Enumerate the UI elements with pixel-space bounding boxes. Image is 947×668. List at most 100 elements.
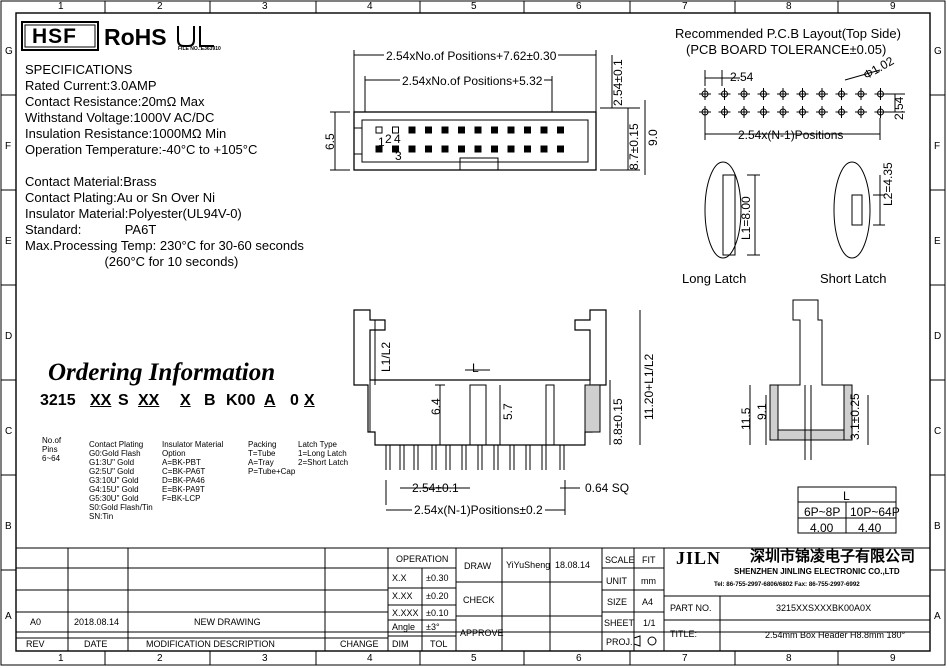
- company-logo: JILN: [676, 548, 722, 568]
- pin-square: [458, 126, 465, 134]
- pin-square: [540, 145, 548, 153]
- frame-col-bottom: 2: [157, 653, 163, 664]
- pcb-pad: [816, 88, 828, 100]
- pcb-pad: [718, 106, 731, 118]
- pcb-pad: [874, 106, 887, 118]
- tb-rev-value: A0: [30, 617, 42, 627]
- pcb-pad: [738, 88, 750, 100]
- frame-col-bottom: 8: [786, 653, 792, 664]
- frame-col-top: 8: [786, 1, 792, 12]
- frame-row-left: B: [5, 521, 12, 532]
- tb-header-desc: MODIFICATION DESCRIPTION: [146, 639, 275, 649]
- tb-part-no-label: PART NO.: [670, 603, 712, 613]
- ordering-legend-pins: Pins: [42, 445, 58, 454]
- ordering-legend-packing: P=Tube+Cap: [248, 467, 296, 476]
- pcb-pad: [777, 106, 789, 118]
- ordering-legend-latch: Latch Type: [298, 440, 337, 449]
- pcb-dim-positions: 2.54x(N-1)Positions: [738, 128, 844, 142]
- side-dim-pitch: 2.54±0.1: [412, 481, 459, 495]
- dim-overall: 2.54xNo.of Positions+7.62±0.30: [384, 49, 559, 63]
- tb-size-v: A4: [642, 597, 654, 607]
- tb-header-date: DATE: [84, 639, 108, 649]
- ordering-code-part: XX: [138, 392, 160, 409]
- tb-draw: DRAW: [464, 561, 492, 571]
- frame-row-left: G: [5, 46, 13, 57]
- tb-size: SIZE: [607, 597, 628, 607]
- frame-col-top: 7: [682, 1, 688, 12]
- ordering-code-part: 3215: [40, 392, 76, 409]
- pcb-pad: [777, 88, 789, 100]
- pin-square: [375, 126, 383, 134]
- ordering-legend-pins: No.of: [42, 436, 62, 445]
- frame-col-bottom: 3: [262, 653, 268, 664]
- long-latch-label: Long Latch: [682, 271, 747, 286]
- ordering-legend-plating: G0:Gold Flash: [89, 449, 141, 458]
- pin-square: [524, 126, 531, 134]
- side-dim-l: L1/L2: [379, 341, 393, 372]
- ordering-legend-plating: G5:30U" Gold: [89, 494, 139, 503]
- tb-unit: UNIT: [606, 576, 627, 586]
- short-latch-label: Short Latch: [820, 271, 887, 286]
- ordering-legend-packing: A=Tray: [248, 458, 274, 467]
- l-table-col-2: 10P~64P: [850, 505, 900, 519]
- pin-label-4: 4: [394, 132, 401, 146]
- ordering-legend-plating: G2:5U" Gold: [89, 467, 135, 476]
- material-line: Max.Processing Temp: 230°C for 30-60 sec…: [25, 238, 304, 253]
- pin-square: [557, 145, 564, 153]
- ordering-legend-material: C=BK-PA6T: [162, 467, 206, 476]
- pin-square: [557, 126, 564, 134]
- tb-date-value: 2018.08.14: [74, 617, 120, 627]
- frame-col-bottom: 9: [890, 653, 896, 664]
- pcb-subtitle: (PCB BOARD TOLERANCE±0.05): [686, 42, 887, 57]
- tolerance-value: ±3°: [426, 622, 440, 632]
- ordering-title: Ordering Information: [48, 359, 276, 386]
- pin-square: [474, 145, 482, 153]
- frame-col-top: 6: [576, 1, 582, 12]
- frame-col-bottom: 6: [576, 653, 582, 664]
- l-table-col-1: 6P~8P: [804, 505, 841, 519]
- ordering-legend-packing: Packing: [248, 440, 277, 449]
- frame-row-right: G: [934, 46, 942, 57]
- long-latch-dim: L1=8.00: [739, 196, 753, 240]
- pcb-pad: [835, 106, 848, 118]
- tolerance-key: Angle: [392, 622, 416, 632]
- frame-col-top: 9: [890, 1, 896, 12]
- ordering-legend-plating: Contact Plating: [89, 440, 144, 449]
- frame-row-left: D: [5, 331, 13, 342]
- pin-square: [375, 145, 383, 153]
- dim-right: 9.0: [646, 129, 660, 146]
- pin-square: [408, 126, 416, 134]
- pin-square: [392, 126, 399, 134]
- ordering-code-part: K00: [226, 392, 256, 409]
- ordering-legend-material: D=BK-PA46: [162, 476, 205, 485]
- hsf-logo: HSF: [32, 25, 77, 48]
- frame-row-right: F: [934, 141, 941, 152]
- tb-scale-v: FIT: [642, 555, 656, 565]
- company-en-name: SHENZHEN JINLING ELECTRONIC CO.,LTD: [734, 567, 900, 576]
- pin-square: [507, 145, 515, 153]
- l-table-val-2: 4.40: [858, 521, 882, 535]
- frame-row-left: F: [5, 141, 12, 152]
- pcb-pad: [796, 106, 809, 118]
- side-dim-positions: 2.54x(N-1)Positions±0.2: [412, 503, 545, 517]
- side-dim-1120: 11.20+L1/L2: [642, 353, 656, 420]
- end-dim-91: 9.1: [755, 403, 769, 420]
- tb-title: 2.54mm Box Header H8.8mm 180°: [765, 630, 906, 640]
- material-line: Contact Plating:Au or Sn Over Ni: [25, 190, 216, 205]
- spec-line: Insulation Resistance:1000MΩ Min: [25, 126, 227, 141]
- tb-desc-value: NEW DRAWING: [194, 617, 261, 627]
- frame-col-bottom: 7: [682, 653, 688, 664]
- side-dim-88: 8.8±0.15: [611, 398, 625, 445]
- ordering-code-part: X: [180, 392, 191, 409]
- frame-row-right: E: [934, 236, 941, 247]
- ordering-legend-material: F=BK-LCP: [162, 494, 201, 503]
- tb-draw-date: 18.08.14: [555, 560, 591, 570]
- material-line: Contact Material:Brass: [25, 174, 157, 189]
- ordering-code-part: XX: [90, 392, 112, 409]
- ul-mark-icon: [177, 26, 214, 47]
- ordering-legend-plating: SN:Tin: [89, 512, 114, 521]
- material-line: Standard: PA6T: [25, 222, 157, 237]
- tb-header-change: CHANGE: [340, 639, 379, 649]
- side-dim-57: 5.7: [501, 403, 515, 420]
